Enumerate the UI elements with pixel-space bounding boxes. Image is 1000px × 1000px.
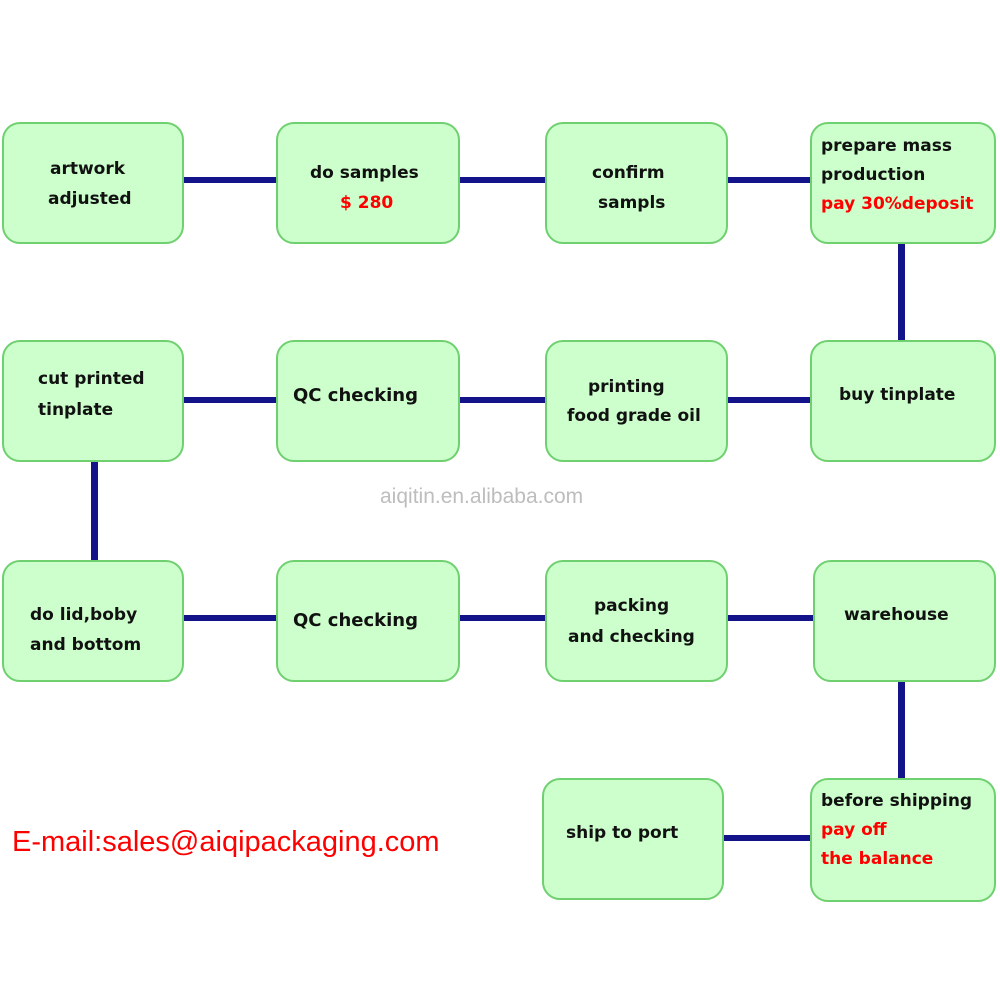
- watermark: aiqitin.en.alibaba.com: [380, 485, 584, 508]
- step-printing: printing food grade oil: [545, 340, 728, 462]
- step-warehouse: warehouse: [813, 560, 996, 682]
- connector-before-ship: [722, 835, 813, 841]
- step-label: warehouse: [844, 605, 949, 625]
- step-label: tinplate: [38, 400, 114, 420]
- step-label: do lid,boby: [30, 605, 138, 625]
- step-payment: pay off: [821, 820, 887, 840]
- step-label: confirm: [592, 163, 665, 183]
- step-label: do samples: [310, 163, 419, 183]
- step-qc-checking-2: QC checking: [276, 560, 460, 682]
- step-label: and bottom: [30, 635, 142, 655]
- connector-printing-qc1: [458, 397, 547, 403]
- step-label: production: [821, 165, 926, 185]
- step-packing-and-checking: packing and checking: [545, 560, 728, 682]
- step-do-samples: do samples $ 280: [276, 122, 460, 244]
- connector-cut-lid: [91, 461, 98, 562]
- connector-packing-warehouse: [726, 615, 815, 621]
- step-ship-to-port: ship to port: [542, 778, 724, 900]
- connector-lid-qc2: [182, 615, 278, 621]
- step-cut-printed-tinplate: cut printed tinplate: [2, 340, 184, 462]
- step-label: ship to port: [566, 823, 679, 843]
- step-label: packing: [594, 596, 670, 616]
- step-label: prepare mass: [821, 136, 952, 156]
- step-buy-tinplate: buy tinplate: [810, 340, 996, 462]
- connector-qc1-cut: [182, 397, 278, 403]
- step-label: cut printed: [38, 369, 145, 389]
- step-price: $ 280: [340, 193, 394, 213]
- step-before-shipping: before shipping pay off the balance: [810, 778, 996, 902]
- step-payment: the balance: [821, 849, 934, 869]
- step-qc-checking-1: QC checking: [276, 340, 460, 462]
- connector-buy-printing: [726, 397, 812, 403]
- connector-samples-confirm: [458, 177, 547, 183]
- step-label: adjusted: [48, 189, 132, 209]
- step-label: buy tinplate: [839, 385, 956, 405]
- step-label: QC checking: [293, 385, 418, 406]
- contact-email: E-mail:sales@aiqipackaging.com: [12, 826, 440, 858]
- connector-prepare-buy: [898, 243, 905, 343]
- step-payment: pay 30%deposit: [821, 194, 974, 214]
- step-do-lid-body-bottom: do lid,boby and bottom: [2, 560, 184, 682]
- step-label: and checking: [568, 627, 695, 647]
- step-label: artwork: [50, 159, 126, 179]
- step-confirm-samples: confirm sampls: [545, 122, 728, 244]
- step-label: food grade oil: [567, 406, 701, 426]
- step-label: printing: [588, 377, 665, 397]
- step-label: before shipping: [821, 791, 973, 811]
- step-artwork-adjusted: artwork adjusted: [2, 122, 184, 244]
- step-prepare-mass-production: prepare mass production pay 30%deposit: [810, 122, 996, 244]
- connector-artwork-samples: [182, 177, 278, 183]
- step-label: sampls: [598, 193, 666, 213]
- connector-confirm-prepare: [726, 177, 812, 183]
- connector-warehouse-before: [898, 679, 905, 780]
- connector-qc2-packing: [458, 615, 547, 621]
- step-label: QC checking: [293, 610, 418, 631]
